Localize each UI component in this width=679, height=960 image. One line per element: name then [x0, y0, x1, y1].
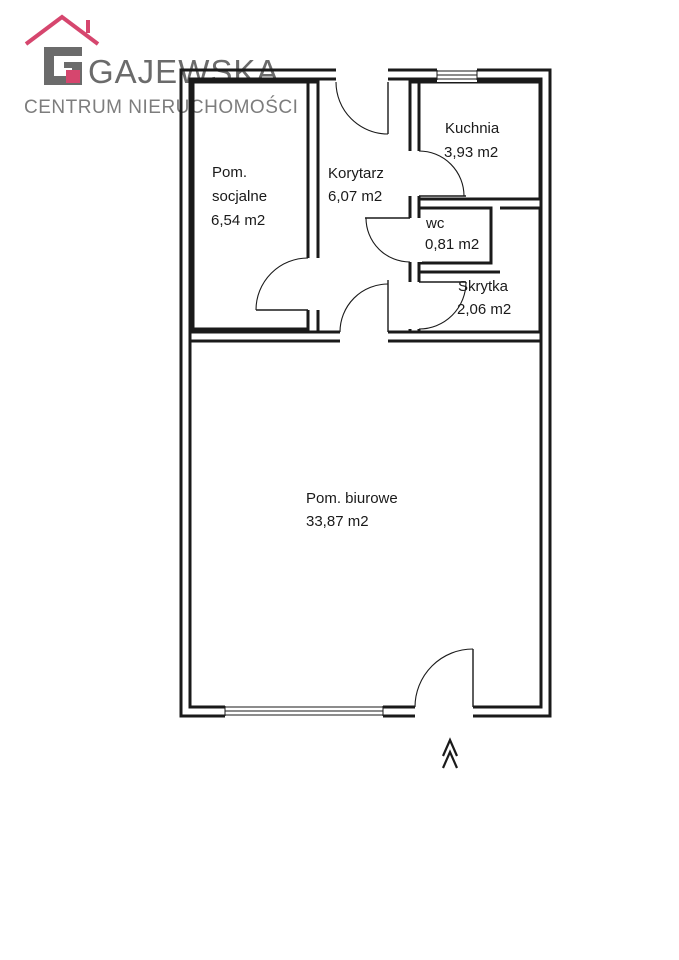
office-label: Pom. biurowe: [306, 490, 398, 507]
social-room-label-line2: socjalne: [212, 188, 267, 205]
corridor-area: 6,07 m2: [328, 188, 382, 205]
g-letter-icon: [44, 47, 82, 85]
storage-area: 2,06 m2: [457, 301, 511, 318]
double-chevron-up-icon: [441, 737, 459, 769]
kitchen-area: 3,93 m2: [444, 144, 498, 161]
windows: [224, 70, 478, 716]
wc-label: wc: [425, 215, 445, 232]
corridor-label: Korytarz: [328, 165, 384, 182]
company-logo: GAJEWSKA CENTRUM NIERUCHOMOŚCI: [24, 14, 298, 118]
doors: [255, 81, 474, 708]
social-room-label-line1: Pom.: [212, 164, 247, 181]
wc-area: 0,81 m2: [425, 236, 479, 253]
brand-tagline: CENTRUM NIERUCHOMOŚCI: [24, 96, 298, 118]
room-labels: Pom. socjalne 6,54 m2 Korytarz 6,07 m2 K…: [211, 120, 511, 530]
walls: [179, 68, 552, 718]
storage-label: Skrytka: [458, 278, 509, 295]
roof-icon: [24, 14, 100, 46]
kitchen-label: Kuchnia: [445, 120, 500, 137]
social-room-area: 6,54 m2: [211, 212, 265, 229]
office-area: 33,87 m2: [306, 513, 369, 530]
